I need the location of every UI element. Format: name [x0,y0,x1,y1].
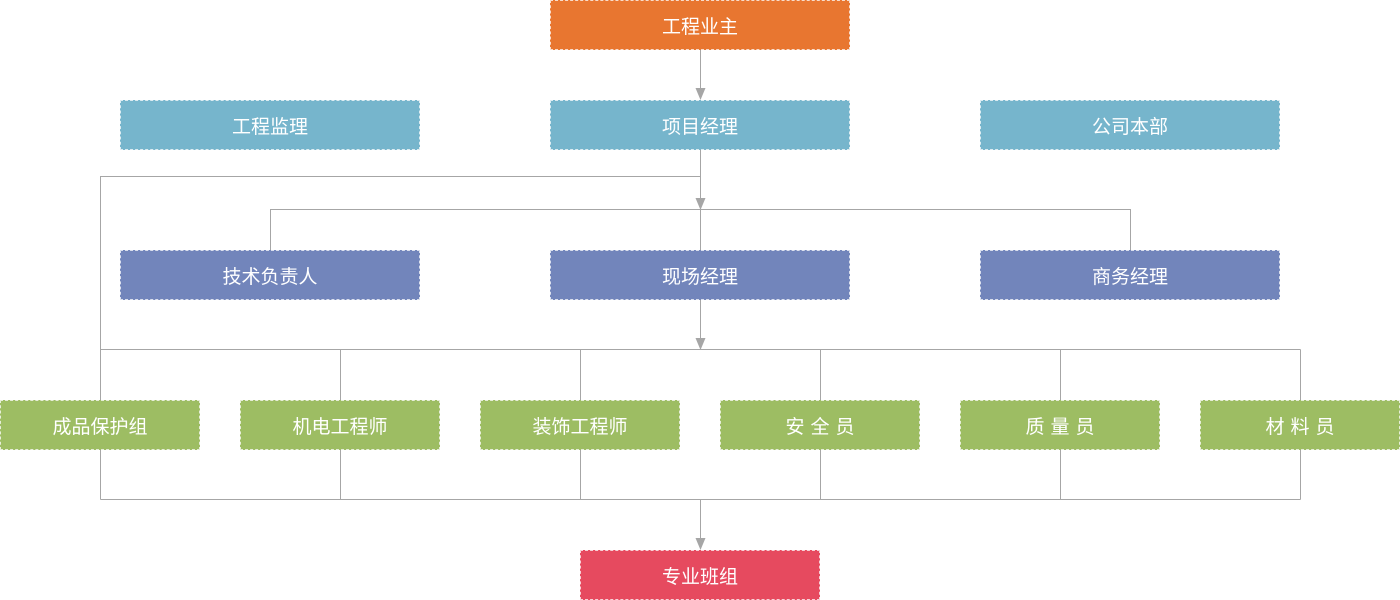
mep-engineer-node: 机电工程师 [240,400,440,450]
technical-lead-node: 技术负责人 [120,250,420,300]
connector-pm-left-feeder [100,176,701,400]
decoration-engineer-node: 装饰工程师 [480,400,680,450]
quality-officer-node: 质 量 员 [960,400,1160,450]
headquarters-node: 公司本部 [980,100,1280,150]
owner-node: 工程业主 [550,0,850,50]
site-manager-node: 现场经理 [550,250,850,300]
material-officer-node: 材 料 员 [1200,400,1400,450]
project-manager-node: 项目经理 [550,100,850,150]
safety-officer-node: 安 全 员 [720,400,920,450]
finished-product-group-node: 成品保护组 [0,400,200,450]
specialist-team-node: 专业班组 [580,550,820,600]
supervisor-node: 工程监理 [120,100,420,150]
business-manager-node: 商务经理 [980,250,1280,300]
